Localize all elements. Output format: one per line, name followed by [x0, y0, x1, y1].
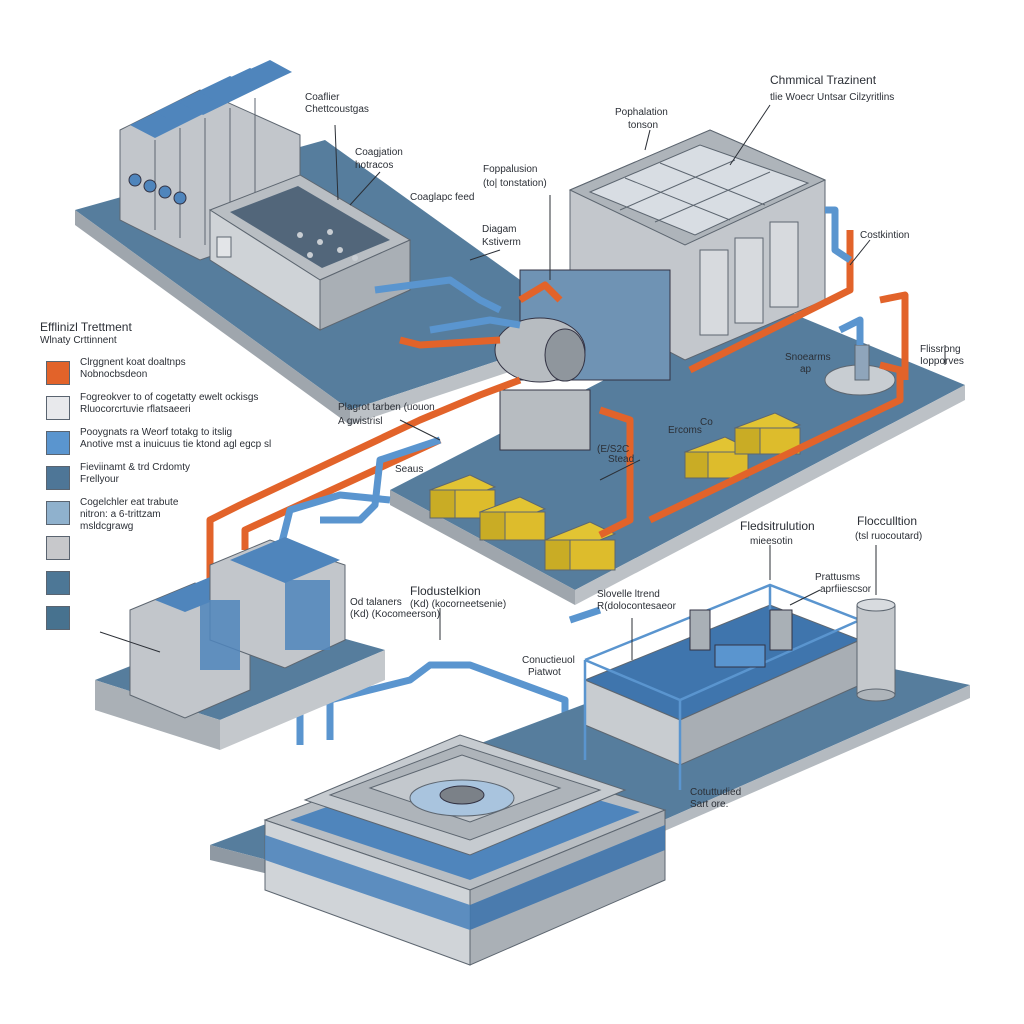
- label-stead: (E/S2C: [597, 444, 629, 455]
- svg-text:aprfiiescsor: aprfiiescsor: [820, 584, 872, 595]
- svg-text:tlie Woecr Untsar Cilzyritlins: tlie Woecr Untsar Cilzyritlins: [770, 92, 894, 103]
- legend-item-line: nitron: a 6-trittzam: [80, 509, 161, 520]
- legend-swatch: [46, 396, 70, 420]
- legend-item-line: Fieviinamt & trd Crdomty: [80, 462, 191, 473]
- filter-bank: [119, 60, 301, 261]
- label-seaus: Seaus: [395, 464, 423, 475]
- legend-swatch: [46, 536, 70, 560]
- legend-swatch: [46, 606, 70, 630]
- label-plagrot-tarben: Plagrot tarben (uouon: [338, 402, 435, 413]
- svg-text:tonson: tonson: [628, 120, 658, 131]
- legend-item: [40, 602, 310, 637]
- svg-text:(Kd) (Kocomeerson): (Kd) (Kocomeerson): [350, 609, 440, 620]
- legend: Efflinizl Trettment Wlnaty Crttinnent Cl…: [40, 320, 310, 637]
- label-leader-lines: [99, 104, 946, 660]
- label-pratttusms: Prattusms: [815, 572, 860, 583]
- svg-text:Piatwot: Piatwot: [528, 667, 561, 678]
- label-co: Co: [700, 417, 713, 428]
- legend-swatch: [46, 361, 70, 385]
- legend-item-line: Cogelchler eat trabute: [80, 497, 179, 508]
- label-flodustelkion: Flodustelkion: [410, 584, 481, 598]
- label-coagulant-feed: Coaglapc feed: [410, 192, 475, 203]
- label-coagulation: Coagjation: [355, 147, 403, 158]
- legend-swatch: [46, 431, 70, 455]
- label-flissrong: Flissrong: [920, 344, 961, 355]
- legend-item-line: Frellyour: [80, 474, 119, 485]
- svg-text:Kstiverm: Kstiverm: [482, 237, 521, 248]
- label-chemical-treatment: Chmmical Trazinent: [770, 73, 877, 87]
- vertical-tank: [856, 598, 896, 702]
- legend-item-line: Rluocorcrtuvie rflatsaeeri: [80, 404, 191, 415]
- legend-item: Fogreokver to of cogetatty ewelt ockisgs…: [40, 392, 310, 427]
- svg-text:hotracos: hotracos: [355, 160, 393, 171]
- label-slovelle: Slovelle ltrend: [597, 589, 660, 600]
- legend-item: [40, 567, 310, 602]
- svg-text:Sart ore.: Sart ore.: [690, 799, 728, 810]
- label-diagram: Diagam: [482, 224, 516, 235]
- legend-item-line: Clrggnent koat doaltnps: [80, 357, 186, 368]
- legend-item-line: msldcgrawg: [80, 521, 134, 532]
- coagulation-basin: [208, 174, 412, 331]
- legend-swatch: [46, 571, 70, 595]
- small-clarifier: [824, 344, 896, 396]
- main-clarifier-basin: [263, 734, 667, 966]
- label-population: Foppalusion: [483, 164, 537, 175]
- legend-item-line: Nobnocbsdeon: [80, 369, 148, 380]
- legend-item-line: Pooygnats ra Weorf totakg to itslig: [80, 427, 233, 438]
- label-snoearms: Snoearms: [785, 352, 831, 363]
- central-pump-assembly: [494, 269, 671, 451]
- svg-text:mieesotin: mieesotin: [750, 536, 793, 547]
- label-clarifier: Coaflier: [305, 92, 340, 103]
- svg-text:Chettcoustgas: Chettcoustgas: [305, 104, 369, 115]
- label-cotuttudied: Cotuttudied: [690, 787, 741, 798]
- legend-swatch: [46, 466, 70, 490]
- legend-title: Efflinizl Trettment: [40, 320, 132, 334]
- label-fledsitulution: Fledsitrulution: [740, 519, 815, 533]
- svg-text:(to| tonstation): (to| tonstation): [483, 178, 547, 189]
- flocculation-tank: [583, 583, 864, 790]
- label-flocculation: Flocculltion: [857, 514, 917, 528]
- svg-text:A gwistrisl: A gwistrisl: [338, 416, 382, 427]
- svg-text:Stead: Stead: [608, 454, 634, 465]
- orange-pipe-network: [206, 230, 909, 590]
- svg-text:ap: ap: [800, 364, 812, 375]
- label-conuctieul: Conuctieuol: [522, 655, 575, 666]
- svg-text:R(dolocontesaeor: R(dolocontesaeor: [597, 601, 677, 612]
- legend-swatch: [46, 501, 70, 525]
- diagram-labels: Coaflier Chettcoustgas Coagjation hotrac…: [305, 73, 964, 810]
- svg-text:(Kd) (kocorneetsenie): (Kd) (kocorneetsenie): [410, 599, 506, 610]
- svg-text:Ercoms: Ercoms: [668, 425, 702, 436]
- label-otalners: Od talaners: [350, 597, 402, 608]
- legend-subtitle: Wlnaty Crttinnent: [40, 335, 117, 346]
- legend-item-text: Fogreokver to of cogetatty ewelt ockisgs…: [80, 392, 258, 416]
- label-pophalation: Pophalation: [615, 107, 668, 118]
- legend-item: [40, 532, 310, 567]
- lower-filter-units: [129, 537, 346, 719]
- svg-text:Iopporves: Iopporves: [920, 356, 964, 367]
- svg-text:(tsl ruocoutard): (tsl ruocoutard): [855, 531, 922, 542]
- legend-item-line: Fogreokver to of cogetatty ewelt ockisgs: [80, 392, 259, 403]
- label-costkintion: Costkintion: [860, 230, 909, 241]
- legend-item-line: Anotive mst a inuicuus tie ktond agl egc…: [80, 439, 272, 450]
